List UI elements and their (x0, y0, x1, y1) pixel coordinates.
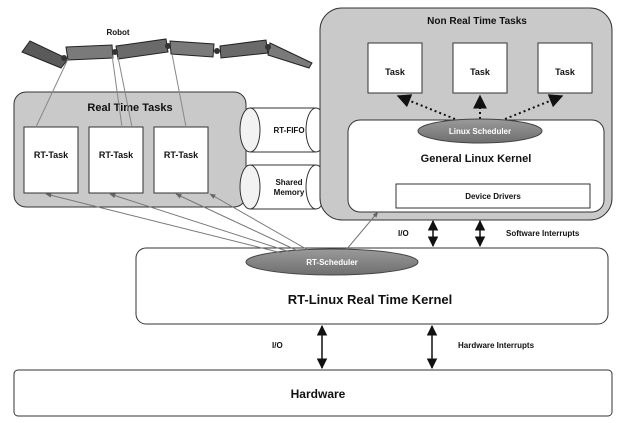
lower-io-arrows (316, 324, 438, 370)
device-drivers-box (395, 183, 591, 209)
shared-memory-cylinder (239, 164, 327, 210)
hardware-box (13, 369, 613, 417)
shared-memory-label-line2: Memory (274, 188, 305, 197)
task-label-3: Task (555, 67, 576, 77)
upper-io-label: I/O (398, 229, 409, 238)
shared-memory-label-line1: Shared (275, 178, 302, 187)
rt-fifo-label: RT-FIFO (273, 126, 304, 135)
robot-arm-icon (21, 38, 313, 69)
real-time-tasks-title: Real Time Tasks (87, 102, 172, 114)
robot-to-task-lines (35, 53, 187, 128)
hardware-interrupts-label: Hardware Interrupts (458, 341, 535, 350)
scheduler-to-task-arrows (396, 94, 564, 120)
rt-fifo-cylinder (239, 107, 327, 153)
rt-scheduler-oval (245, 248, 419, 276)
robot-label: Robot (106, 28, 129, 37)
software-interrupts-label: Software Interrupts (506, 229, 580, 238)
rt-scheduler-label: RT-Scheduler (306, 258, 358, 267)
rt-scheduler-arrows (45, 192, 379, 254)
task-box-3 (537, 42, 593, 94)
rt-task-label-2: RT-Task (99, 150, 134, 160)
device-drivers-label: Device Drivers (465, 192, 521, 201)
rt-task-box-3 (153, 126, 209, 194)
upper-io-arrows (427, 219, 486, 248)
hardware-title: Hardware (291, 387, 346, 401)
general-linux-kernel-title: General Linux Kernel (421, 153, 532, 165)
linux-scheduler-label: Linux Scheduler (449, 127, 511, 136)
rt-task-box-1 (23, 126, 79, 194)
rt-linux-kernel-title: RT-Linux Real Time Kernel (288, 292, 452, 307)
task-box-1 (367, 42, 423, 94)
lower-io-label: I/O (272, 341, 283, 350)
task-label-2: Task (470, 67, 491, 77)
rt-task-label-3: RT-Task (164, 150, 199, 160)
rt-task-label-1: RT-Task (34, 150, 69, 160)
non-real-time-tasks-title: Non Real Time Tasks (427, 16, 527, 27)
task-label-1: Task (385, 67, 406, 77)
linux-scheduler-oval (417, 118, 543, 144)
rt-task-box-2 (88, 126, 144, 194)
task-box-2 (452, 42, 508, 94)
